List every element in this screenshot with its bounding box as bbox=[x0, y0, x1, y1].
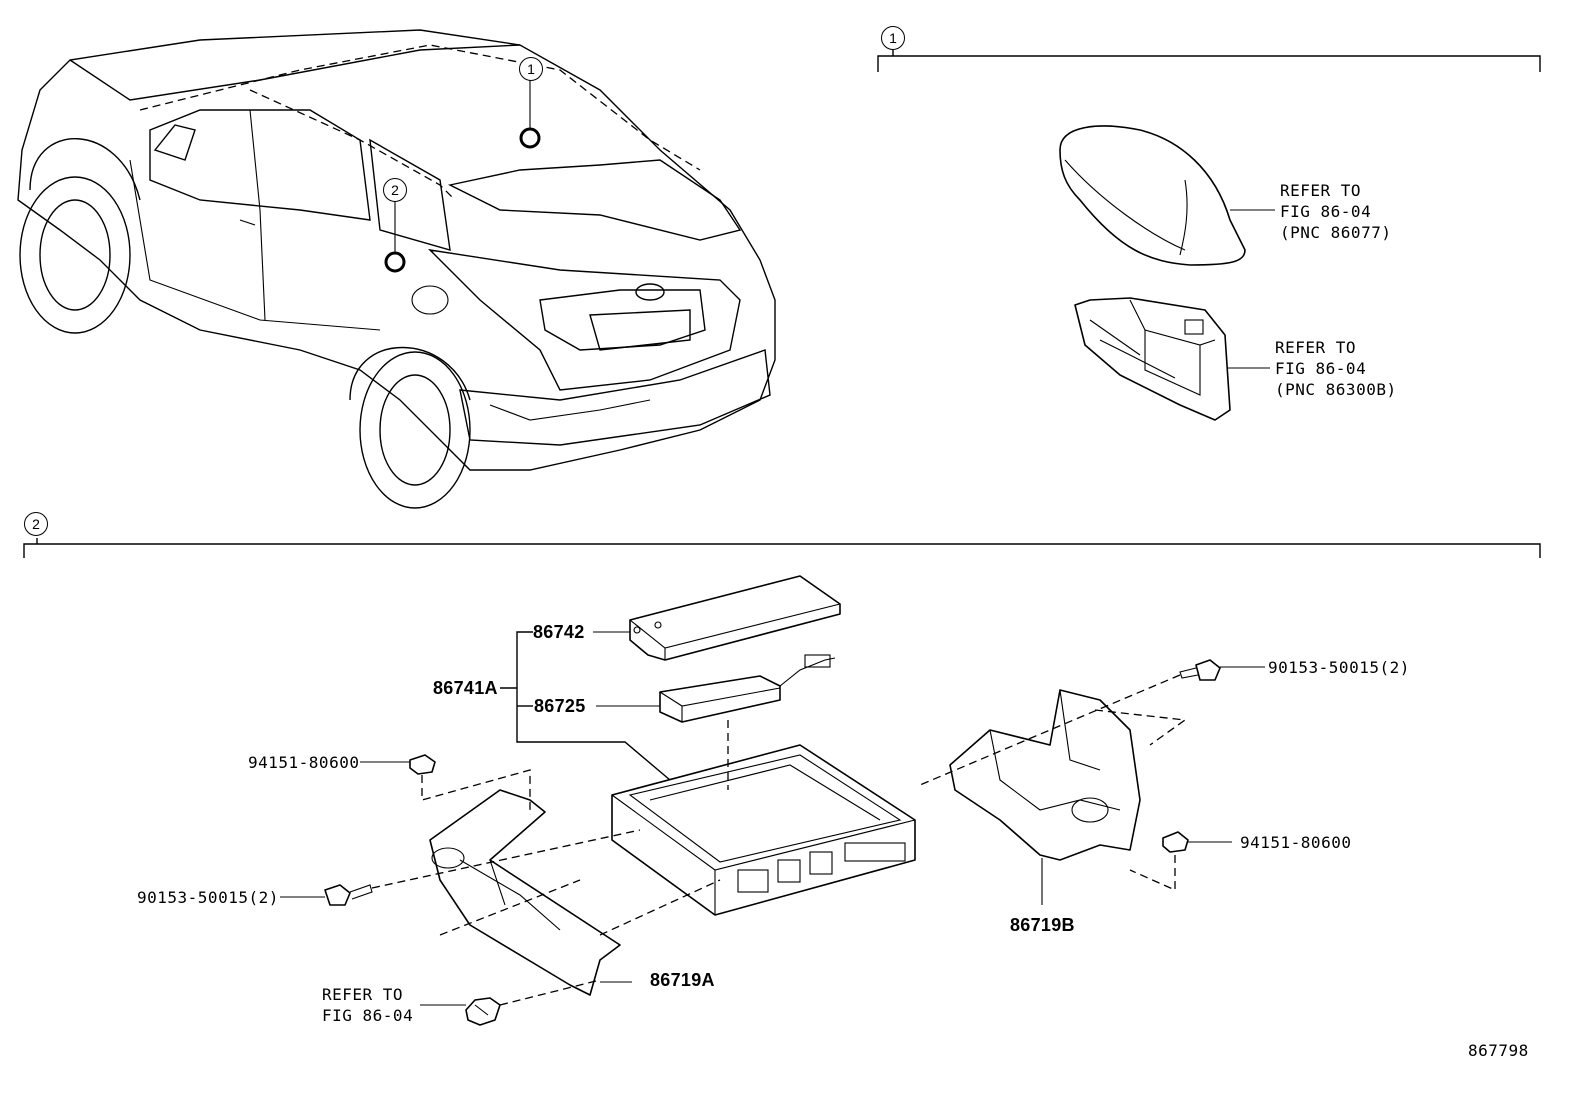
part-label-module: 86725 bbox=[534, 696, 586, 716]
part-label-screw-right: 90153-50015(2) bbox=[1268, 658, 1410, 677]
module-ref-label: REFER TO FIG 86-04 (PNC 86300B) bbox=[1275, 338, 1397, 399]
vehicle-callout-2: 2 bbox=[383, 178, 407, 202]
module-86725 bbox=[596, 654, 836, 723]
part-label-nut-left: 94151-80600 bbox=[248, 753, 360, 772]
telematics-module bbox=[1074, 297, 1270, 421]
shark-fin-antenna bbox=[1059, 125, 1275, 266]
vehicle-callout-1: 1 bbox=[519, 57, 543, 81]
screw-right bbox=[919, 659, 1265, 786]
part-label-cover: 86742 bbox=[533, 622, 585, 642]
section-1-callout: 1 bbox=[881, 26, 905, 50]
part-label-assembly: 86741A bbox=[433, 678, 498, 698]
nut-left bbox=[360, 754, 531, 815]
section-1-frame bbox=[877, 50, 1541, 72]
part-label-bracket-a: 86719A bbox=[650, 970, 715, 990]
part-label-screw-left: 90153-50015(2) bbox=[137, 888, 279, 907]
part-label-bracket-b: 86719B bbox=[1010, 915, 1075, 935]
section-2-frame bbox=[23, 538, 1541, 558]
clip bbox=[420, 879, 721, 1026]
part-label-nut-right: 94151-80600 bbox=[1240, 833, 1352, 852]
figure-id: 867798 bbox=[1468, 1041, 1529, 1060]
receiver-tray bbox=[611, 720, 916, 916]
section-2-callout: 2 bbox=[24, 512, 48, 536]
antenna-ref-label: REFER TO FIG 86-04 (PNC 86077) bbox=[1280, 181, 1392, 242]
nut-right bbox=[1129, 831, 1232, 892]
screw-left bbox=[280, 829, 641, 906]
assembly-leader bbox=[500, 631, 671, 781]
cover-86742 bbox=[593, 575, 841, 661]
bracket-86719a bbox=[429, 789, 632, 996]
vehicle-illustration bbox=[17, 29, 776, 509]
clip-ref-label: REFER TO FIG 86-04 bbox=[322, 985, 414, 1025]
bracket-86719b bbox=[949, 689, 1141, 905]
